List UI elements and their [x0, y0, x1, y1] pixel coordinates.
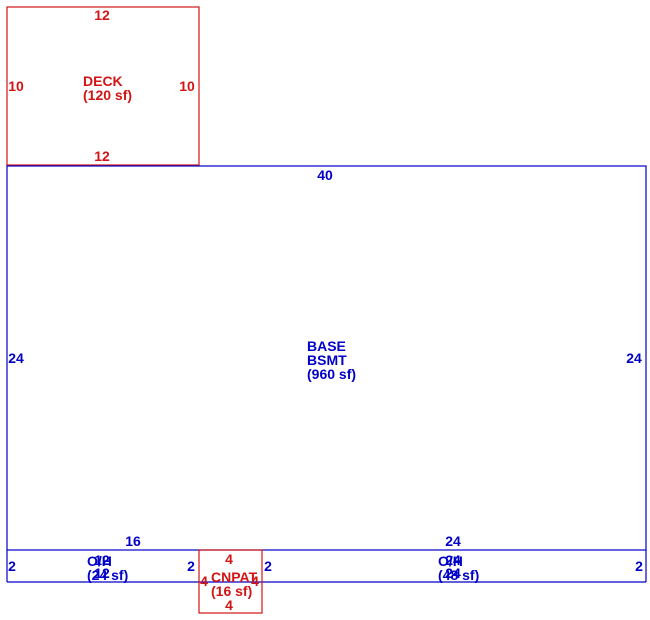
cnpat-area-label: (16 sf): [211, 583, 252, 599]
oh-left-dim-left: 2: [8, 558, 16, 574]
deck-dim-left: 10: [8, 78, 24, 94]
oh-left-label: O/H: [87, 553, 112, 569]
cnpat-dim-bottom: 4: [225, 597, 233, 613]
overhang-strip: 2 2 12 12 O/H (24 sf) 2 2 24 24 O/H (48 …: [6, 550, 647, 583]
oh-right-dim-left: 2: [264, 558, 272, 574]
cnpat-dim-right: 4: [251, 573, 259, 589]
oh-right-label: O/H: [438, 553, 463, 569]
oh-right-dim-right: 2: [635, 558, 643, 574]
deck-dim-right: 10: [179, 78, 195, 94]
base-dim-bottom-left: 16: [125, 533, 141, 549]
oh-right-dim-bottom: 24: [445, 565, 461, 581]
oh-left-dim-bottom: 12: [94, 565, 110, 581]
base-dim-right: 24: [626, 350, 642, 366]
base-dim-left: 24: [8, 350, 24, 366]
base-dim-top: 40: [317, 167, 333, 183]
base-dim-bottom-right: 24: [445, 533, 461, 549]
cnpat-dim-top: 4: [225, 551, 233, 567]
base-outline: [6, 165, 647, 551]
oh-right-dim-top: 24: [445, 552, 461, 568]
base-label-line2: BSMT: [307, 352, 347, 368]
cnpat-outline: [198, 549, 263, 614]
deck-label: DECK: [83, 73, 123, 89]
deck-area: 12 10 10 12 DECK (120 sf): [6, 6, 200, 166]
deck-dim-top: 12: [94, 7, 110, 23]
oh-left-dim-top: 12: [94, 552, 110, 568]
cnpat-area: 4 4 4 4 CNPAT (16 sf): [198, 549, 263, 614]
oh-right-area-label: (48 sf): [438, 567, 479, 583]
deck-outline: [6, 6, 200, 166]
base-area: 40 24 24 16 24 BASE BSMT (960 sf): [6, 165, 647, 551]
oh-left-area-label: (24 sf): [87, 567, 128, 583]
cnpat-label: CNPAT: [211, 569, 258, 585]
oh-left-dim-right: 2: [187, 558, 195, 574]
deck-dim-bottom: 12: [94, 148, 110, 164]
base-area-label: (960 sf): [307, 366, 356, 382]
base-label-line1: BASE: [307, 338, 346, 354]
deck-area-label: (120 sf): [83, 87, 132, 103]
cnpat-dim-left: 4: [200, 573, 208, 589]
